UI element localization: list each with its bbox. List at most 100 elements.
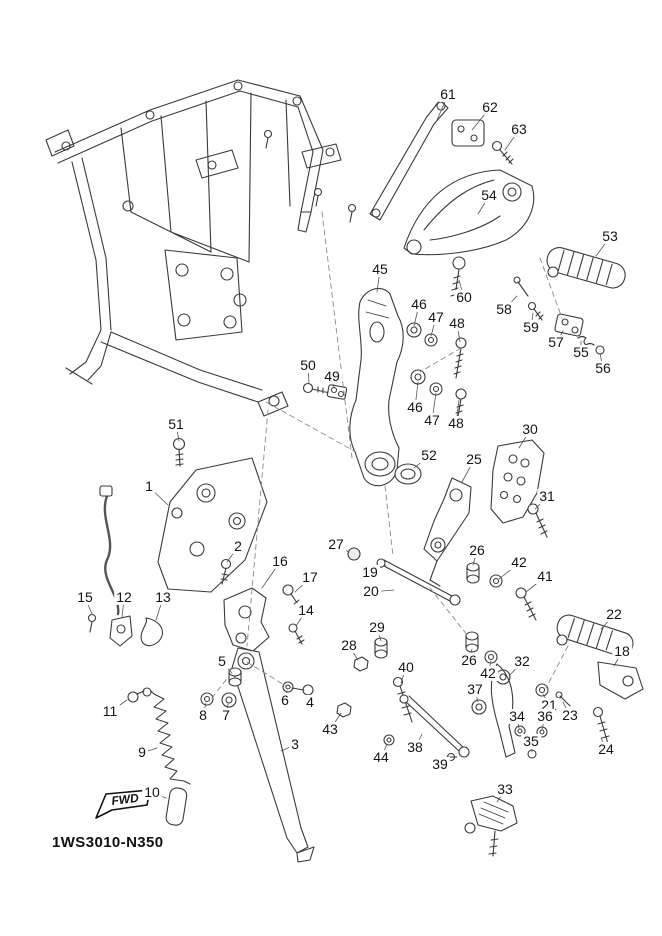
part-number-8: 8 <box>197 706 209 723</box>
diagram-code: 1WS3010-N350 <box>52 834 164 851</box>
part-number-35: 35 <box>521 732 541 749</box>
part-number-63: 63 <box>509 120 529 137</box>
part-number-33: 33 <box>495 780 515 797</box>
part-number-45: 45 <box>370 260 390 277</box>
sleeve-10-art <box>165 787 188 826</box>
bolt-31-art <box>527 503 548 538</box>
footrest-30-art <box>490 439 545 524</box>
part-number-54: 54 <box>479 186 499 203</box>
part-number-18: 18 <box>612 642 632 659</box>
part-number-48: 48 <box>447 314 467 331</box>
washer-37-art <box>471 699 487 715</box>
bolt-51-art <box>172 437 186 467</box>
washer-44-art <box>383 734 395 746</box>
construction-lines <box>211 211 569 699</box>
part-number-28: 28 <box>339 636 359 653</box>
part-number-39: 39 <box>430 755 450 772</box>
part-number-31: 31 <box>537 487 557 504</box>
screw-59-art <box>527 301 544 321</box>
footpeg-53-art <box>546 247 626 289</box>
part-number-1: 1 <box>143 477 155 494</box>
part-number-32: 32 <box>512 652 532 669</box>
fwd-label: FWD <box>111 791 140 808</box>
bolts-49-50-art <box>302 382 348 400</box>
part-number-20: 20 <box>361 582 381 599</box>
part-number-24: 24 <box>596 740 616 757</box>
collar-5-art <box>228 667 242 687</box>
part-number-10: 10 <box>142 783 162 800</box>
bracket-18-art <box>597 661 644 700</box>
frame-art <box>45 79 342 417</box>
linkage-rod-art <box>376 558 461 606</box>
washers-34-36-art <box>514 725 548 759</box>
bracket-61-art <box>369 99 449 221</box>
part-number-50: 50 <box>298 356 318 373</box>
part-number-16: 16 <box>270 552 290 569</box>
part-number-57: 57 <box>546 333 566 350</box>
part-number-29: 29 <box>367 618 387 635</box>
bolt-40-art <box>392 676 413 723</box>
bracket-25-art <box>423 477 472 587</box>
part-number-26: 26 <box>459 651 479 668</box>
part-number-5: 5 <box>216 652 228 669</box>
part-number-48: 48 <box>446 414 466 431</box>
spring-55-art <box>577 335 595 346</box>
bolt-24-art <box>592 706 610 745</box>
part-number-41: 41 <box>535 567 555 584</box>
side-stand-art <box>231 647 315 863</box>
part-number-42: 42 <box>509 553 529 570</box>
part-number-19: 19 <box>360 563 380 580</box>
pin-23-art <box>555 691 571 707</box>
part-number-61: 61 <box>438 85 458 102</box>
screw-63-art <box>491 140 514 165</box>
joint-21-art <box>535 683 549 697</box>
bolt-41-art <box>515 587 537 621</box>
pedal-33-art <box>464 795 518 857</box>
part-number-14: 14 <box>296 601 316 618</box>
part-number-4: 4 <box>304 693 316 710</box>
pin-58-art <box>513 276 529 297</box>
part-number-3: 3 <box>289 735 301 752</box>
washers-46-48-art <box>406 322 467 429</box>
bracket-16-art <box>223 587 270 652</box>
part-number-36: 36 <box>535 707 555 724</box>
part-number-53: 53 <box>600 227 620 244</box>
washer-42-art <box>489 574 503 588</box>
bracket-45-art <box>349 287 404 487</box>
part-number-42: 42 <box>478 664 498 681</box>
part-number-25: 25 <box>464 450 484 467</box>
part-number-49: 49 <box>322 367 342 384</box>
part-number-60: 60 <box>454 288 474 305</box>
frame-screws-art <box>263 129 357 223</box>
part-number-12: 12 <box>114 588 134 605</box>
screw-14-art <box>288 623 305 645</box>
nut-28-art <box>353 656 369 672</box>
part-number-38: 38 <box>405 738 425 755</box>
part-number-51: 51 <box>166 415 186 432</box>
part-number-7: 7 <box>220 706 232 723</box>
part-number-26: 26 <box>467 541 487 558</box>
part-number-52: 52 <box>419 446 439 463</box>
part-number-17: 17 <box>300 568 320 585</box>
part-number-2: 2 <box>232 537 244 554</box>
part-number-34: 34 <box>507 707 527 724</box>
washer-6-art <box>282 681 294 693</box>
part-number-13: 13 <box>153 588 173 605</box>
washer-42b-art <box>484 650 498 664</box>
part-number-9: 9 <box>136 743 148 760</box>
part-number-15: 15 <box>75 588 95 605</box>
spacer-26b-art <box>465 631 479 653</box>
part-number-56: 56 <box>593 359 613 376</box>
part-number-27: 27 <box>326 535 346 552</box>
part-number-37: 37 <box>465 680 485 697</box>
part-number-47: 47 <box>426 308 446 325</box>
spacer-26-art <box>466 562 480 584</box>
part-number-59: 59 <box>521 318 541 335</box>
arm-54-art <box>403 169 535 256</box>
collar-29-art <box>374 637 388 659</box>
bolt-60-art <box>450 256 466 297</box>
part-number-46: 46 <box>409 295 429 312</box>
seal-52-art <box>394 463 422 485</box>
